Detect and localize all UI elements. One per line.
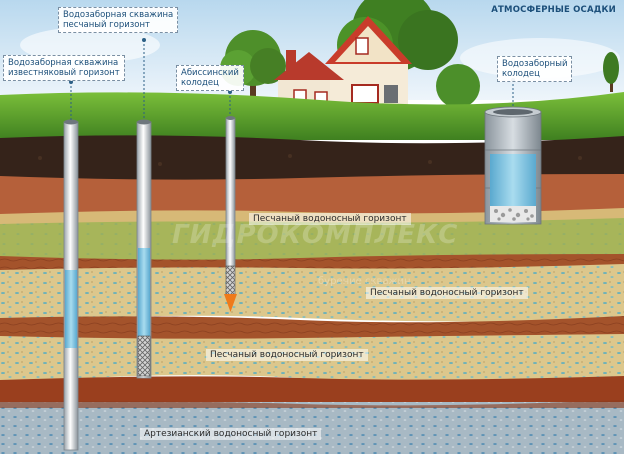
watermark-logo: ГИДРОКОМПЛЕКС — [172, 220, 459, 250]
tree-icon — [603, 52, 619, 92]
layer-label-sand-2: Песчаный водоносный горизонт — [366, 287, 528, 299]
layer-label-sand-1: Песчаный водоносный горизонт — [249, 213, 411, 225]
dug-well — [484, 106, 542, 225]
sand-well-pipe — [136, 119, 152, 379]
abyssinian-well-pipe — [224, 116, 237, 312]
layer-label-artesian: Артезианский водоносный горизонт — [140, 428, 322, 440]
layer-label-sand-3: Песчаный водоносный горизонт — [206, 349, 368, 361]
limestone-well-pipe — [63, 119, 79, 451]
callout-abyssinian-well: Абиссинский колодец — [176, 65, 244, 91]
callout-limestone-well: Водозаборная скважина известняковый гори… — [3, 55, 125, 81]
callout-sand-well: Водозаборная скважина песчаный горизонт — [58, 7, 179, 33]
callout-dug-well: Водозаборный колодец — [497, 56, 573, 82]
precipitation-label: АТМОСФЕРНЫЕ ОСАДКИ — [491, 5, 616, 15]
watermark-subtitle: бурение скважин — [318, 276, 411, 287]
